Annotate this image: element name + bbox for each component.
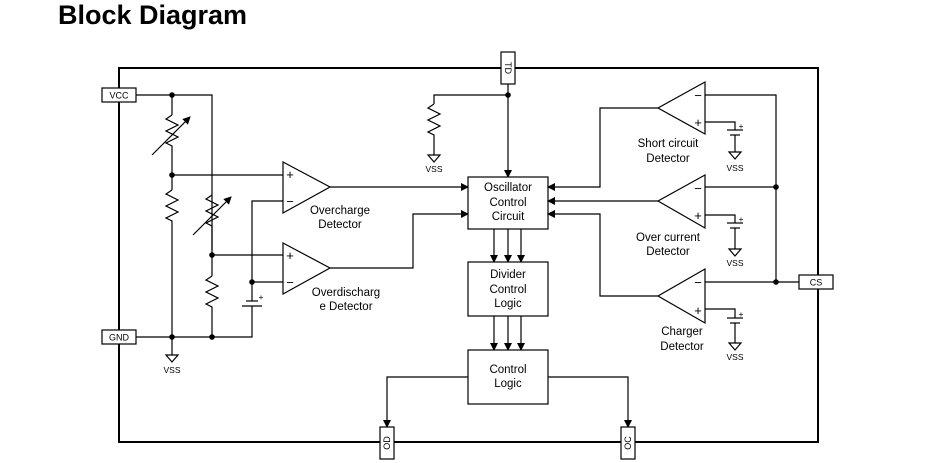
divider-control-logic-block: Divider Control Logic [467, 261, 549, 317]
svg-text:TD: TD [503, 62, 513, 74]
ground-icon [426, 154, 442, 163]
svg-text:+: + [694, 303, 702, 318]
svg-text:+: + [694, 115, 702, 130]
variable-resistor-icon [151, 114, 191, 172]
battery-icon: + [727, 309, 744, 343]
svg-text:−: − [694, 275, 702, 290]
gnd-pin: GND [101, 329, 137, 345]
svg-text:Control: Control [489, 197, 526, 209]
vss-label: VSS [726, 163, 743, 173]
svg-text:Divider: Divider [490, 269, 526, 281]
ground-icon [164, 354, 180, 363]
over-current-comparator: − + [656, 173, 706, 230]
svg-text:+: + [739, 214, 744, 224]
vcc-pin: VCC [101, 87, 137, 103]
svg-text:GND: GND [109, 333, 130, 343]
overdischarge-comparator: + − [282, 242, 332, 296]
overcharge-comparator: + − [282, 161, 332, 215]
svg-text:+: + [694, 208, 702, 223]
resistor-icon [426, 103, 442, 155]
svg-text:Logic: Logic [494, 378, 522, 390]
oc-pin: OC [620, 426, 636, 460]
vss-label: VSS [163, 365, 180, 375]
svg-text:VCC: VCC [109, 91, 129, 101]
svg-text:+: + [286, 167, 294, 182]
control-logic-block: Control Logic [467, 349, 549, 405]
charger-label-1: Charger [661, 326, 703, 338]
svg-text:Control: Control [489, 284, 526, 296]
cs-pin: CS [798, 274, 834, 290]
svg-text:CS: CS [810, 278, 823, 288]
vss-label: VSS [425, 164, 442, 174]
over-current-label-2: Detector [646, 246, 690, 258]
svg-text:−: − [694, 181, 702, 196]
resistor-icon [204, 275, 220, 337]
battery-icon: + [727, 214, 744, 249]
td-pin: TD [500, 51, 516, 85]
short-circuit-label-1: Short circuit [638, 138, 700, 150]
chip-outline [118, 67, 819, 443]
svg-text:Oscillator: Oscillator [484, 182, 532, 194]
charger-comparator: − + [656, 267, 706, 325]
svg-text:Circuit: Circuit [492, 211, 525, 223]
resistor-icon [164, 189, 180, 240]
vss-label: VSS [726, 352, 743, 362]
svg-text:+: + [286, 248, 294, 263]
svg-text:OD: OD [382, 436, 392, 450]
variable-resistor-icon [192, 194, 232, 250]
ground-icon [727, 342, 743, 351]
short-circuit-label-2: Detector [646, 153, 690, 165]
overdischarge-label-2: e Detector [319, 301, 372, 313]
svg-text:Logic: Logic [494, 298, 522, 310]
vss-label: VSS [726, 258, 743, 268]
battery-icon: + [242, 282, 264, 310]
svg-text:Control: Control [489, 364, 526, 376]
battery-icon: + [727, 121, 744, 152]
ground-icon [727, 151, 743, 160]
svg-text:+: + [739, 121, 744, 131]
svg-text:OC: OC [623, 436, 633, 450]
charger-label-2: Detector [660, 341, 704, 353]
overcharge-label-2: Detector [318, 219, 362, 231]
svg-text:+: + [259, 292, 264, 302]
short-circuit-comparator: − + [656, 80, 706, 136]
oscillator-control-circuit-block: Oscillator Control Circuit [467, 176, 549, 230]
overcharge-label-1: Overcharge [310, 205, 370, 217]
over-current-label-1: Over current [636, 232, 701, 244]
overdischarge-label-1: Overdischarg [312, 287, 380, 299]
svg-text:−: − [694, 88, 702, 103]
svg-text:+: + [739, 309, 744, 319]
svg-text:−: − [286, 194, 294, 209]
page-title: Block Diagram [58, 0, 248, 30]
ground-icon [727, 248, 743, 257]
svg-text:−: − [286, 275, 294, 290]
od-pin: OD [379, 426, 395, 460]
